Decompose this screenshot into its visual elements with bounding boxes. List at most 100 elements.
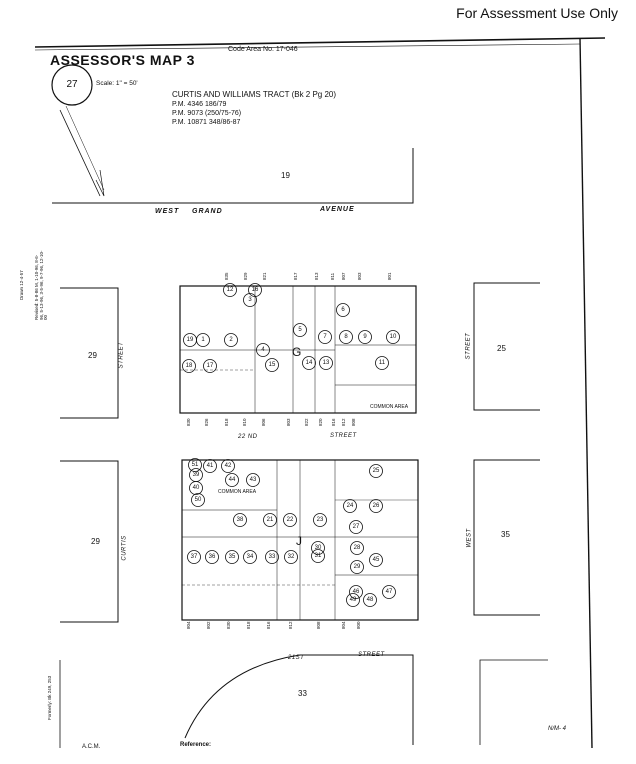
block-j-letter: J [296,534,302,548]
parcel-bot-41: 41 [206,463,214,469]
parcel-bot-33: 33 [268,554,276,560]
lot-number: 812 [341,418,346,426]
lot-number: 835 [224,272,229,280]
circle-top-7 [318,330,332,344]
circle-bot-25 [369,464,383,478]
revised-note: Revised: 5-8-86 M, 1-10-96, 8-6-96, 5-13… [34,250,48,320]
grand-west: WEST [155,208,180,215]
parcel-29a-outline [60,287,119,419]
circle-bot-47 [382,585,396,599]
circle-bot-23 [313,513,327,527]
parcel-bot-46: 46 [352,589,360,595]
top-border-inner [34,43,581,51]
circle-top-2 [224,333,238,347]
parcel-top-8: 8 [344,334,348,340]
circle-bot-45 [369,553,383,567]
block-g-outline [179,285,417,414]
circle-bot-26 [369,499,383,513]
top-border [34,37,606,48]
parcel-bot-50: 50 [194,497,202,503]
lot-number: 806 [261,418,266,426]
circle-bot-30 [311,541,325,555]
lot-number: 826 [204,418,209,426]
parcel-bot-23: 23 [316,517,324,523]
circle-bot-50 [191,493,205,507]
lot-number: 817 [293,272,298,280]
parcel-top-3: 3 [248,297,252,303]
circle-bot-46 [349,585,363,599]
circle-bot-32 [284,550,298,564]
lot-number: 800 [356,621,361,629]
parcel-se-outline [479,659,548,745]
parcel-top-12: 12 [226,287,234,293]
parcel-top-15: 15 [268,362,276,368]
circle-bot-31 [311,549,325,563]
parcel-35: 35 [501,530,510,539]
parcel-bot-22: 22 [286,517,294,523]
circle-top-10 [386,330,400,344]
pm-line-3: P.M. 10871 348/86-87 [172,119,241,126]
parcel-top-7: 7 [323,334,327,340]
parcel-bot-48: 48 [366,597,374,603]
parcel-top-6: 6 [341,307,345,313]
parcel-bot-25: 25 [372,468,380,474]
block-g-letter: G [292,345,302,359]
parcel-bot-31: 31 [314,553,322,559]
lot-number: 803 [357,272,362,280]
parcel-19-outline [52,148,414,204]
parcel-top-4: 4 [261,347,265,353]
circle-bot-36 [205,550,219,564]
lot-number: 816 [266,621,271,629]
parcel-bot-30: 30 [314,545,322,551]
circle-top-18 [182,359,196,373]
parcel-bot-26: 26 [372,503,380,509]
parcel-bot-32: 32 [287,554,295,560]
lot-number: 822 [304,418,309,426]
circle-bot-34 [243,550,257,564]
parcel-29-north: 29 [88,351,97,360]
lot-number: 821 [262,272,267,280]
circle-bot-40 [189,481,203,495]
parcel-19: 19 [281,171,290,180]
parcel-top-14: 14 [305,360,313,366]
circle-top-4 [256,343,270,357]
parcel-circles [182,283,400,607]
lot-number: 818 [224,418,229,426]
map-scale: Scale: 1" = 50' [96,80,138,87]
parcel-top-11: 11 [378,360,386,366]
parcel-bot-29: 29 [353,564,361,570]
parcel-bot-35: 35 [228,554,236,560]
circle-top-14 [302,356,316,370]
circle-top-15 [265,358,279,372]
parcel-bot-28: 28 [353,545,361,551]
common-area-south: COMMON AREA [218,489,257,495]
tie-line [59,109,101,197]
circle-bot-49 [346,593,360,607]
lot-number: 816 [331,418,336,426]
circle-bot-37 [187,550,201,564]
circle-bot-24 [343,499,357,513]
parcel-top-16: 16 [251,287,259,293]
lot-number: 829 [243,272,248,280]
parcel-bot-36: 36 [208,554,216,560]
parcel-top-10: 10 [389,334,397,340]
grand-avenue: AVENUE [320,206,355,213]
map-title: ASSESSOR'S MAP 3 [50,52,195,68]
lot-number: 801 [387,272,392,280]
st21-street: STREET [358,652,385,658]
parcel-25: 25 [497,344,506,353]
lot-number: 812 [288,621,293,629]
pm-line-1: P.M. 4346 186/79 [172,101,227,108]
lot-number: 803 [286,418,291,426]
circle-bot-29 [350,560,364,574]
parcel-top-19: 19 [186,337,194,343]
circle-bot-42 [221,459,235,473]
lot-number: 808 [316,621,321,629]
map-revision-code: N/M- 4 [548,726,566,732]
tract-name: CURTIS AND WILLIAMS TRACT (Bk 2 Pg 20) [172,90,337,99]
parcel-35-outline [473,459,540,616]
street-21-curve [184,654,414,745]
north-arrow [95,169,105,197]
lot-number: 804 [341,621,346,629]
